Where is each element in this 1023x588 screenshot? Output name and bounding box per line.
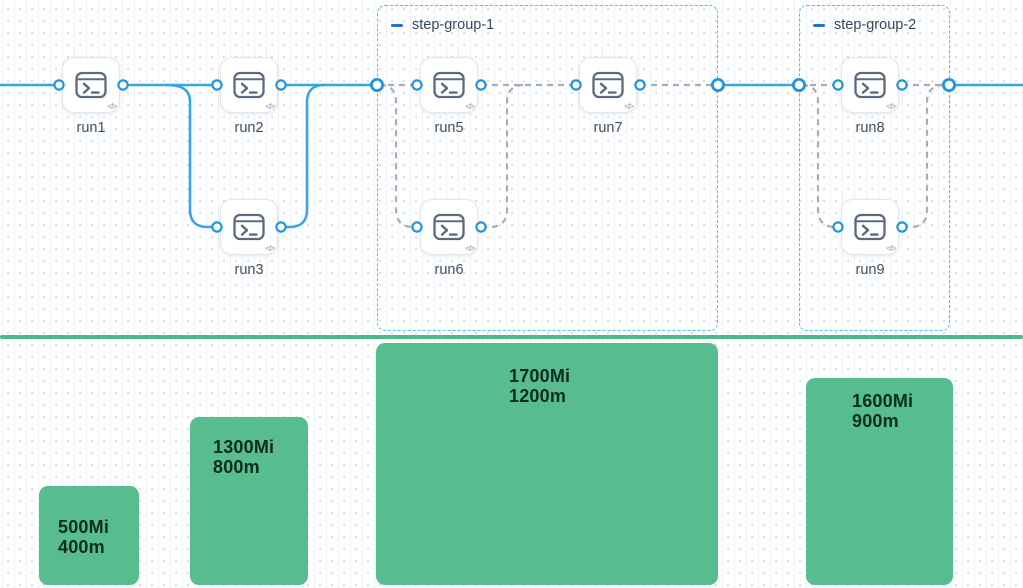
memory-value: 1600Mi	[852, 391, 914, 411]
boundary-port[interactable]	[369, 78, 384, 93]
node-port[interactable]	[475, 221, 487, 233]
terminal-icon	[74, 70, 108, 100]
node-label-run6: run6	[434, 262, 464, 278]
node-label-run5: run5	[434, 120, 464, 136]
group-header: step-group-2	[813, 17, 949, 33]
node-port[interactable]	[475, 79, 487, 91]
node-port[interactable]	[53, 79, 65, 91]
node-run8[interactable]: </>	[841, 57, 899, 113]
node-label-run9: run9	[855, 262, 885, 278]
node-port[interactable]	[411, 221, 423, 233]
boundary-port[interactable]	[711, 78, 726, 93]
memory-value: 1300Mi	[213, 437, 275, 457]
terminal-icon	[853, 70, 887, 100]
node-label-run3: run3	[234, 262, 264, 278]
edges-layer	[0, 83, 1023, 229]
code-icon: </>	[107, 102, 117, 111]
node-run7[interactable]: </>	[579, 57, 637, 113]
node-port[interactable]	[570, 79, 582, 91]
edge-run3-sg1	[281, 83, 325, 229]
memory-value: 500Mi	[58, 517, 110, 537]
code-icon: </>	[265, 244, 275, 253]
cpu-value: 800m	[213, 457, 260, 477]
cpu-value: 900m	[852, 411, 899, 431]
boundary-port[interactable]	[942, 78, 957, 93]
group-label: step-group-2	[834, 17, 917, 33]
node-run9[interactable]: </>	[841, 199, 899, 255]
node-port[interactable]	[896, 221, 908, 233]
node-label-run7: run7	[593, 120, 623, 136]
node-run5[interactable]: </>	[420, 57, 478, 113]
terminal-icon	[232, 70, 266, 100]
terminal-icon	[432, 212, 466, 242]
ports-layer	[53, 78, 957, 233]
code-icon: </>	[265, 102, 275, 111]
code-icon: </>	[465, 102, 475, 111]
edge-sg1in-run6	[379, 83, 417, 229]
boundary-port[interactable]	[792, 78, 807, 93]
terminal-icon	[432, 70, 466, 100]
code-icon: </>	[465, 244, 475, 253]
node-run3[interactable]: </>	[220, 199, 278, 255]
group-label: step-group-1	[412, 17, 495, 33]
node-port[interactable]	[832, 79, 844, 91]
edge-run1-run3	[165, 83, 217, 229]
group-header: step-group-1	[391, 17, 717, 33]
memory-value: 1700Mi	[509, 366, 571, 386]
collapse-dash-icon[interactable]	[813, 23, 825, 27]
edge-run9-sg2out	[902, 83, 945, 229]
node-port[interactable]	[634, 79, 646, 91]
node-port[interactable]	[275, 79, 287, 91]
group-step-group-1[interactable]: step-group-1	[377, 5, 718, 331]
code-icon: </>	[624, 102, 634, 111]
node-port[interactable]	[411, 79, 423, 91]
cpu-value: 1200m	[509, 386, 567, 406]
code-icon: </>	[886, 102, 896, 111]
node-label-run2: run2	[234, 120, 264, 136]
terminal-icon	[232, 212, 266, 242]
node-port[interactable]	[211, 221, 223, 233]
stage-divider	[0, 335, 1023, 339]
node-label-run8: run8	[855, 120, 885, 136]
node-port[interactable]	[832, 221, 844, 233]
edge-run6-run7	[481, 83, 525, 229]
group-step-group-2[interactable]: step-group-2	[799, 5, 950, 331]
node-port[interactable]	[275, 221, 287, 233]
code-icon: </>	[886, 244, 896, 253]
collapse-dash-icon[interactable]	[391, 23, 403, 27]
node-port[interactable]	[896, 79, 908, 91]
node-port[interactable]	[117, 79, 129, 91]
edge-sg2in-run9	[801, 83, 838, 229]
terminal-icon	[591, 70, 625, 100]
node-port[interactable]	[211, 79, 223, 91]
terminal-icon	[853, 212, 887, 242]
cpu-value: 400m	[58, 537, 105, 557]
node-label-run1: run1	[76, 120, 106, 136]
